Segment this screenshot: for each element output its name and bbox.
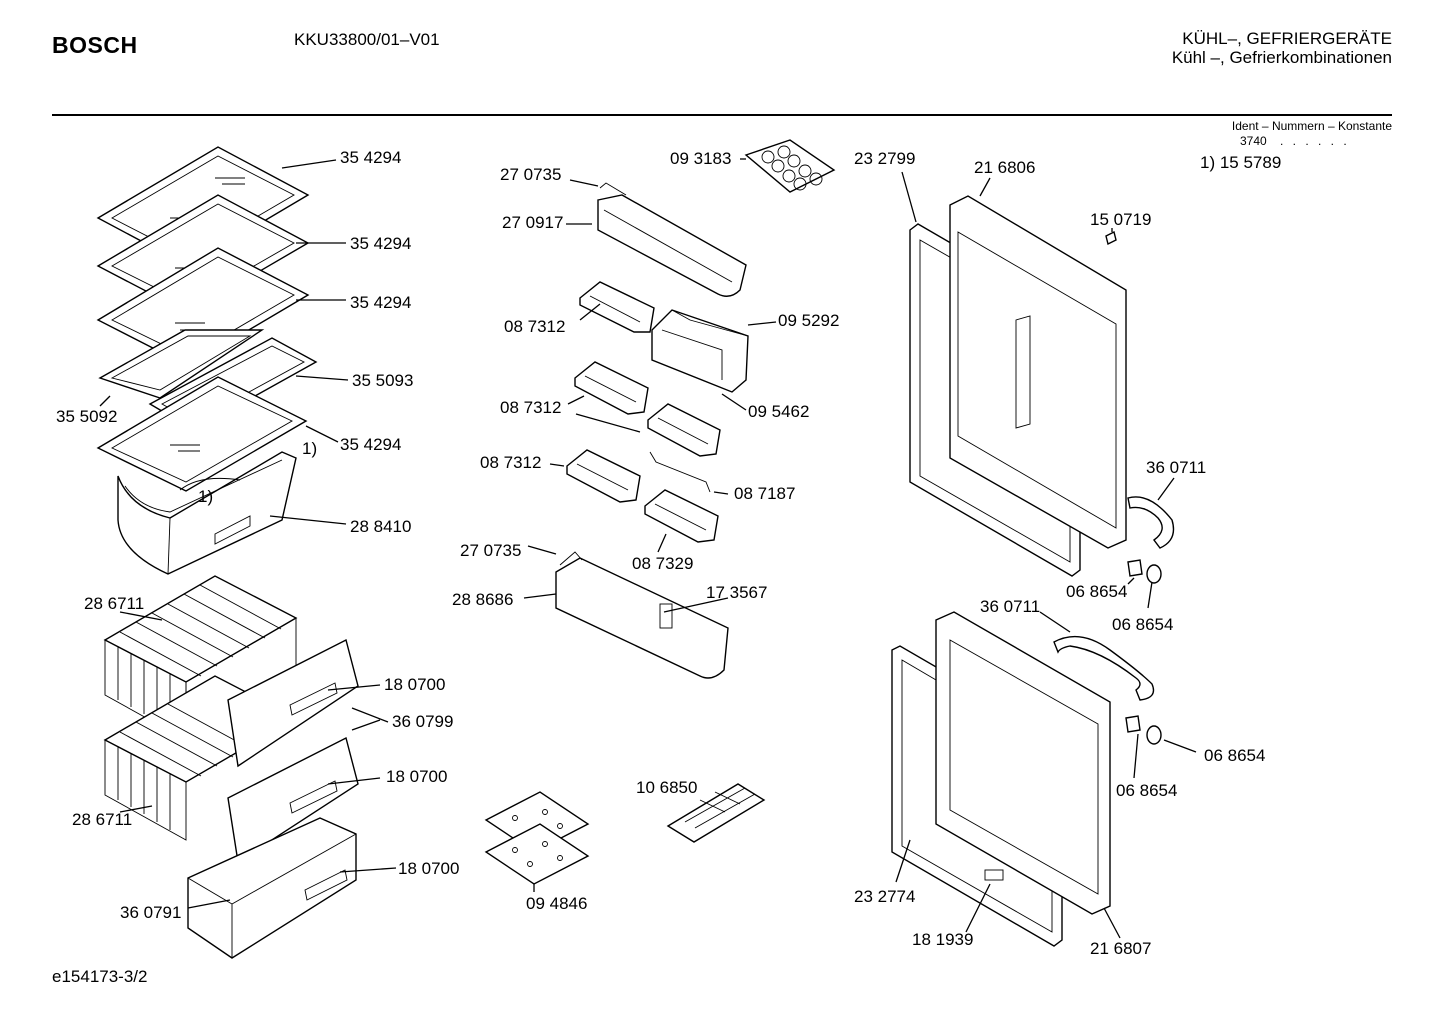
shelf-half-left <box>98 329 265 399</box>
bottle-rack <box>651 309 749 393</box>
model-number: KKU33800/01–V01 <box>294 30 440 49</box>
callout-216807: 21 6807 <box>1090 939 1151 958</box>
callout-354294-d: 35 4294 <box>340 435 401 454</box>
footnote-marker-a: 1) <box>302 439 317 458</box>
callout-232799: 23 2799 <box>854 149 915 168</box>
door-shelf-lower <box>555 551 729 679</box>
cold-accumulator-2 <box>484 823 590 885</box>
freezer-door <box>935 611 1111 915</box>
callout-068654-b: 06 8654 <box>1112 615 1173 634</box>
wire-clip <box>649 451 711 493</box>
brand-logo: BOSCH <box>52 32 138 58</box>
callout-288686: 28 8686 <box>452 590 513 609</box>
callout-232774: 23 2774 <box>854 887 915 906</box>
callout-354294-b: 35 4294 <box>350 234 411 253</box>
callout-173567: 17 3567 <box>706 583 767 602</box>
crisper-drawer <box>117 451 297 575</box>
callout-360791: 36 0791 <box>120 903 181 922</box>
callout-087312-c: 08 7312 <box>480 453 541 472</box>
callout-360711-b: 36 0711 <box>980 597 1040 616</box>
callout-355092: 35 5092 <box>56 407 117 426</box>
callout-087187: 08 7187 <box>734 484 795 503</box>
callout-180700-b: 18 0700 <box>386 767 447 786</box>
egg-tray <box>744 139 836 193</box>
cap-upper <box>1146 564 1162 584</box>
callout-354294-c: 35 4294 <box>350 293 411 312</box>
callout-216806: 21 6806 <box>974 158 1035 177</box>
callout-360799: 36 0799 <box>392 712 453 731</box>
small-bin-2 <box>574 361 649 415</box>
header-divider <box>52 114 1392 116</box>
screw-upper <box>1127 559 1143 577</box>
small-bin-4 <box>566 449 641 503</box>
callout-087312-b: 08 7312 <box>500 398 561 417</box>
callout-095292: 09 5292 <box>778 311 839 330</box>
ident-value: 3740 <box>1240 134 1267 148</box>
ice-cube-tray <box>666 783 766 843</box>
glass-shelf-4 <box>96 376 308 492</box>
ident-dots: . . . . . . <box>1280 134 1350 148</box>
ident-label: Ident – Nummern – Konstante <box>1231 119 1392 133</box>
callout-286711-b: 28 6711 <box>72 810 132 829</box>
callout-355093: 35 5093 <box>352 371 413 390</box>
callout-270735-a: 27 0735 <box>500 165 561 184</box>
callout-095462: 09 5462 <box>748 402 809 421</box>
callout-288410: 28 8410 <box>350 517 411 536</box>
callout-068654-d: 06 8654 <box>1116 781 1177 800</box>
callout-087329: 08 7329 <box>632 554 693 573</box>
hinge-pin <box>1105 230 1117 246</box>
callout-180700-a: 18 0700 <box>384 675 445 694</box>
freezer-drawer <box>187 817 357 959</box>
small-bin-3 <box>647 403 721 457</box>
callout-181939: 18 1939 <box>912 930 973 949</box>
leader-lines <box>99 158 1197 939</box>
callout-068654-c: 06 8654 <box>1204 746 1265 765</box>
footnote: 1) 15 5789 <box>1200 153 1282 172</box>
category-subtitle: Kühl –, Gefrierkombinationen <box>1171 48 1392 67</box>
door-handle-lower <box>1053 635 1155 701</box>
drawer-front-1 <box>227 638 359 768</box>
callout-150719: 15 0719 <box>1090 210 1151 229</box>
callout-087312-a: 08 7312 <box>504 317 565 336</box>
callout-093183: 09 3183 <box>670 149 731 168</box>
callout-354294-a: 35 4294 <box>340 148 401 167</box>
fridge-door <box>949 195 1127 549</box>
category-title: KÜHL–, GEFRIERGERÄTE <box>1182 29 1392 48</box>
small-bin-5 <box>644 489 719 543</box>
callout-106850: 10 6850 <box>636 778 697 797</box>
callout-270735-b: 27 0735 <box>460 541 521 560</box>
callout-068654-a: 06 8654 <box>1066 582 1127 601</box>
screw-lower <box>1125 715 1141 733</box>
document-reference: e154173-3/2 <box>52 967 148 986</box>
callout-286711-a: 28 6711 <box>84 594 144 613</box>
footnote-marker-b: 1) <box>198 487 213 506</box>
callout-360711-a: 36 0711 <box>1146 458 1206 477</box>
callout-270917: 27 0917 <box>502 213 563 232</box>
drawer-front-2 <box>227 736 359 864</box>
small-bin-1 <box>579 281 655 333</box>
cap-lower <box>1146 725 1162 745</box>
callout-094846: 09 4846 <box>526 894 587 913</box>
callout-180700-c: 18 0700 <box>398 859 459 878</box>
door-handle-upper <box>1127 496 1175 549</box>
door-shelf-upper <box>597 182 747 297</box>
